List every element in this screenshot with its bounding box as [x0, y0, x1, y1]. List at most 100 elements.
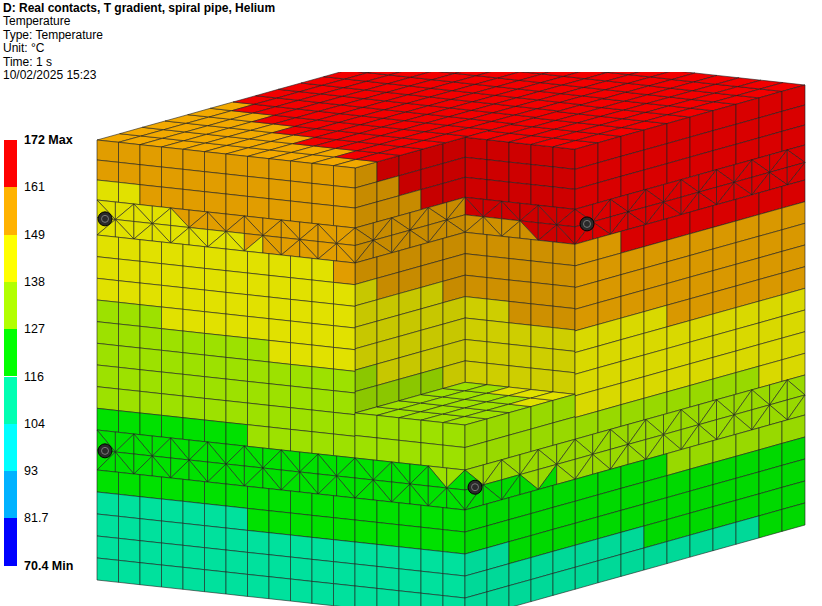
legend-swatch [4, 518, 17, 565]
mesh-element [373, 462, 391, 482]
pipe-bore [584, 220, 591, 227]
mesh-element [162, 372, 184, 396]
mesh-element [621, 548, 644, 576]
legend-swatch [4, 377, 17, 424]
mesh-element [97, 180, 119, 202]
mesh-element [248, 486, 270, 510]
result-info: Temperature [3, 15, 275, 28]
mesh-element [205, 355, 227, 379]
mesh-element [337, 476, 355, 498]
mesh-element [162, 285, 184, 309]
mesh-element [248, 360, 270, 384]
mesh-element [205, 526, 227, 550]
mesh-element [208, 212, 226, 232]
mesh-element [399, 569, 421, 593]
mesh-element [183, 418, 205, 442]
mesh-element [291, 299, 313, 323]
mesh-element [373, 480, 391, 502]
mesh-element [248, 251, 270, 275]
mesh-element [226, 528, 248, 552]
mesh-element [318, 224, 337, 244]
mesh-element [183, 244, 205, 268]
mesh-element [392, 462, 410, 484]
mesh-element [244, 216, 263, 236]
mesh-element [334, 518, 356, 542]
mesh-element [269, 533, 291, 557]
mesh-element [531, 325, 553, 349]
mesh-element [269, 275, 291, 299]
mesh-element [97, 470, 119, 494]
mesh-element [162, 242, 184, 266]
pipe-section [580, 217, 594, 231]
mesh-element [487, 586, 509, 606]
mesh-element [483, 201, 501, 219]
mesh-element [531, 145, 553, 167]
mesh-element [421, 593, 443, 606]
mesh-element [244, 468, 263, 488]
mesh-element [782, 503, 805, 531]
mesh-element [377, 438, 399, 463]
mesh-element [334, 584, 356, 606]
mesh-element [269, 427, 291, 451]
mesh-element [312, 537, 334, 561]
mesh-element [428, 466, 446, 488]
mesh-element [189, 460, 208, 482]
mesh-element [269, 405, 291, 429]
mesh-element [205, 504, 227, 528]
mesh-element [281, 472, 299, 492]
mesh-element [189, 442, 208, 462]
mesh-element [97, 140, 119, 162]
legend-swatch [4, 282, 17, 329]
mesh-element [208, 212, 226, 232]
legend-swatch [4, 329, 17, 376]
mesh-element [97, 300, 119, 324]
mesh-element [553, 242, 575, 266]
mesh-element [162, 350, 184, 374]
mesh-element [171, 208, 189, 228]
mesh-element [334, 369, 356, 393]
mesh-element [140, 348, 162, 372]
mesh-element [509, 237, 531, 261]
mesh-element [183, 374, 205, 398]
mesh-element [337, 244, 355, 264]
mesh-element [140, 326, 162, 350]
mesh-element [115, 204, 133, 222]
mesh-element [465, 197, 483, 217]
mesh-element [226, 422, 248, 446]
mesh-element [134, 456, 152, 476]
mesh-element [334, 261, 356, 285]
mesh-element [520, 205, 538, 223]
mesh-element [557, 209, 575, 227]
mesh-element [269, 362, 291, 386]
mesh-element [119, 411, 141, 435]
mesh-element [281, 240, 299, 258]
mesh-element [140, 145, 162, 167]
mesh-element [244, 446, 263, 468]
mesh-element [312, 493, 334, 517]
mesh-element [557, 225, 575, 245]
mesh-element [171, 460, 189, 480]
result-info: Time: 1 s [3, 56, 275, 69]
mesh-element [443, 574, 465, 598]
mesh-element [465, 232, 487, 256]
mesh-element [487, 278, 509, 302]
mesh-element [152, 438, 170, 458]
mesh-element [140, 391, 162, 415]
mesh-element [162, 565, 184, 589]
mesh-element [205, 377, 227, 401]
mesh-element [355, 542, 377, 566]
mesh-element [226, 401, 248, 425]
mesh-element [248, 508, 270, 532]
mesh-element [205, 312, 227, 336]
mesh-element [269, 384, 291, 408]
mesh-element [226, 572, 248, 596]
mesh-element [300, 240, 318, 260]
mesh-element [553, 167, 575, 189]
mesh-element [291, 535, 313, 559]
mesh-element [531, 304, 553, 328]
mesh-element [377, 544, 399, 568]
mesh-element [465, 340, 487, 364]
mesh-element [421, 549, 443, 573]
mesh-element [115, 434, 133, 454]
mesh-element [269, 179, 291, 201]
